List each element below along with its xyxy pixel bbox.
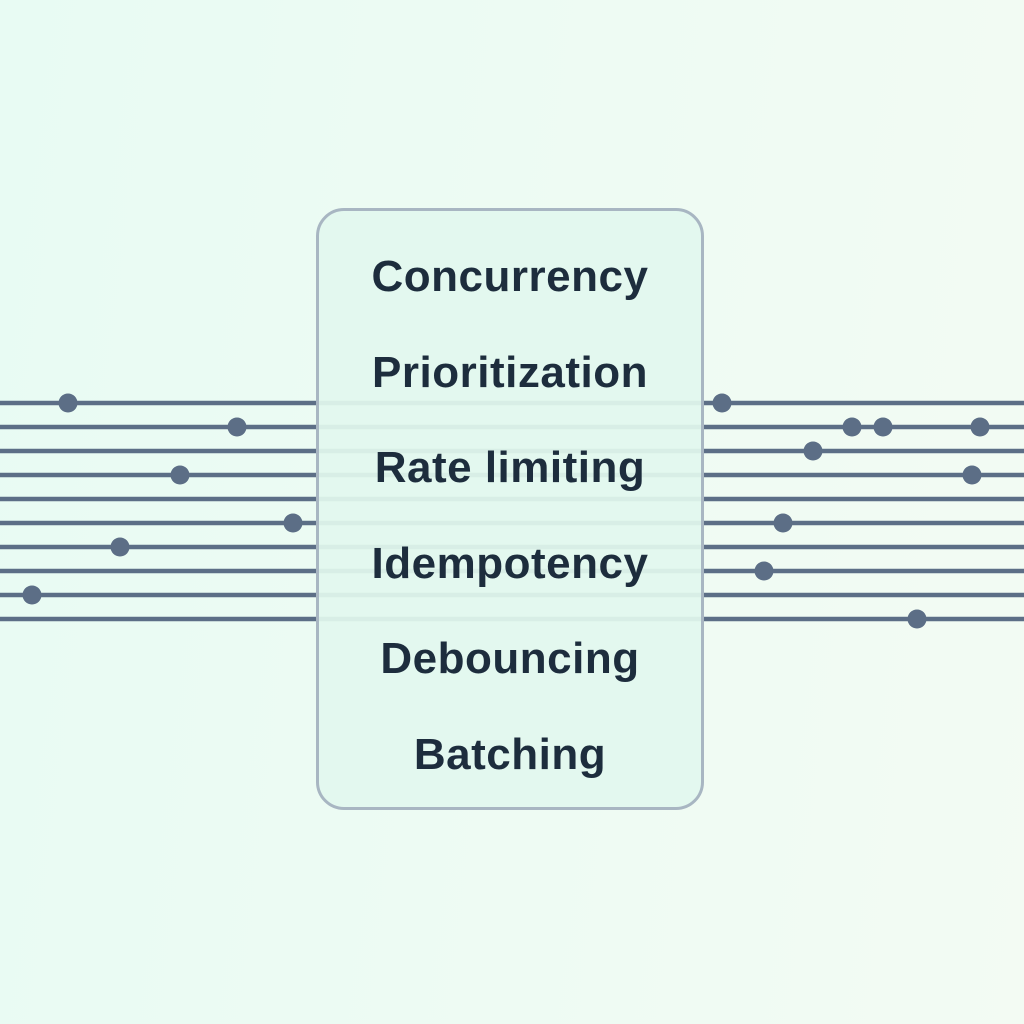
topic-label-idempotency: Idempotency (371, 539, 649, 588)
flow-dot (227, 417, 247, 437)
flow-dot (773, 513, 793, 533)
topic-label-prioritization: Prioritization (372, 348, 648, 397)
flow-dot (803, 441, 823, 461)
flow-dot (283, 513, 303, 533)
flow-dot (754, 561, 774, 581)
flow-dot (170, 465, 190, 485)
flow-dot (962, 465, 982, 485)
flow-dot (970, 417, 990, 437)
topic-label-rate-limiting: Rate limiting (374, 443, 646, 492)
topic-label-concurrency: Concurrency (371, 252, 649, 301)
topic-label-batching: Batching (413, 730, 607, 779)
flow-dot (110, 537, 130, 557)
flow-dot (58, 393, 78, 413)
topic-label-debouncing: Debouncing (380, 634, 640, 683)
flow-dot (22, 585, 42, 605)
flow-dot (873, 417, 893, 437)
flow-dot (712, 393, 732, 413)
topics-card: Concurrency Prioritization Rate limiting… (316, 208, 704, 810)
flow-dot (907, 609, 927, 629)
flow-dot (842, 417, 862, 437)
